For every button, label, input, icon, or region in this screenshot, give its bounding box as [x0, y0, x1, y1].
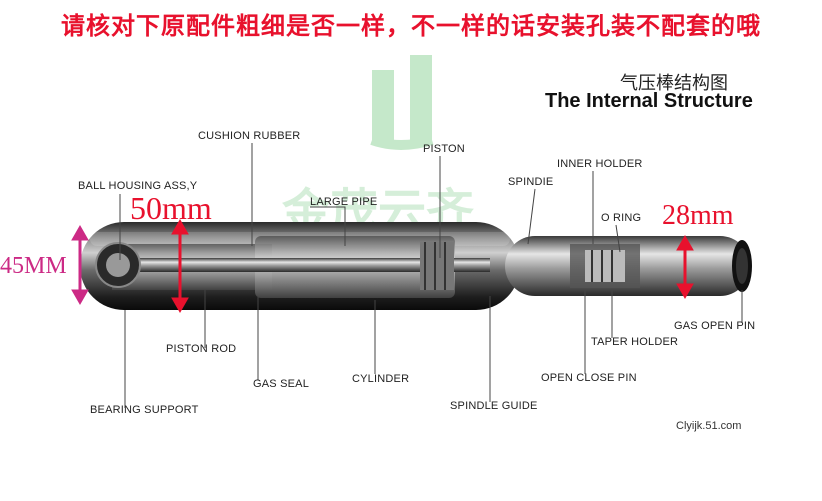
label-spindle-guide: SPINDLE GUIDE	[450, 400, 538, 412]
label-large-pipe: LARGE PIPE	[310, 196, 378, 208]
label-spindie: SPINDIE	[508, 176, 554, 188]
leader-lines	[119, 143, 743, 408]
label-bearing-support: BEARING SUPPORT	[90, 404, 199, 416]
dimension-45mm: 45MM	[0, 253, 67, 279]
dimension-50mm: 50mm	[130, 190, 212, 226]
cylinder-body	[80, 222, 520, 310]
spindle-tube	[505, 236, 752, 296]
label-ball-housing: BALL HOUSING ASS,Y	[78, 180, 198, 192]
dimension-28mm: 28mm	[662, 200, 734, 231]
label-taper-holder: TAPER HOLDER	[591, 336, 679, 348]
banner-warning: 请核对下原配件粗细是否一样，不一样的话安装孔装不配套的哦	[61, 12, 761, 40]
label-open-close-pin: OPEN CLOSE PIN	[541, 372, 637, 384]
label-o-ring: O RING	[601, 212, 642, 224]
title-english: The Internal Structure	[545, 90, 753, 112]
label-piston: PISTON	[423, 143, 465, 155]
label-inner-holder: INNER HOLDER	[557, 158, 643, 170]
label-cushion-rubber: CUSHION RUBBER	[198, 130, 301, 142]
watermark-logo	[370, 55, 434, 150]
label-gas-seal: GAS SEAL	[253, 378, 310, 390]
dimension-arrows	[71, 218, 694, 314]
label-gas-open-pin: GAS OPEN PIN	[674, 320, 756, 332]
credit-text: Clyijk.51.com	[676, 420, 742, 432]
label-piston-rod: PISTON ROD	[166, 343, 237, 355]
title-chinese: 气压棒结构图	[620, 73, 728, 94]
label-cylinder: CYLINDER	[352, 373, 410, 385]
